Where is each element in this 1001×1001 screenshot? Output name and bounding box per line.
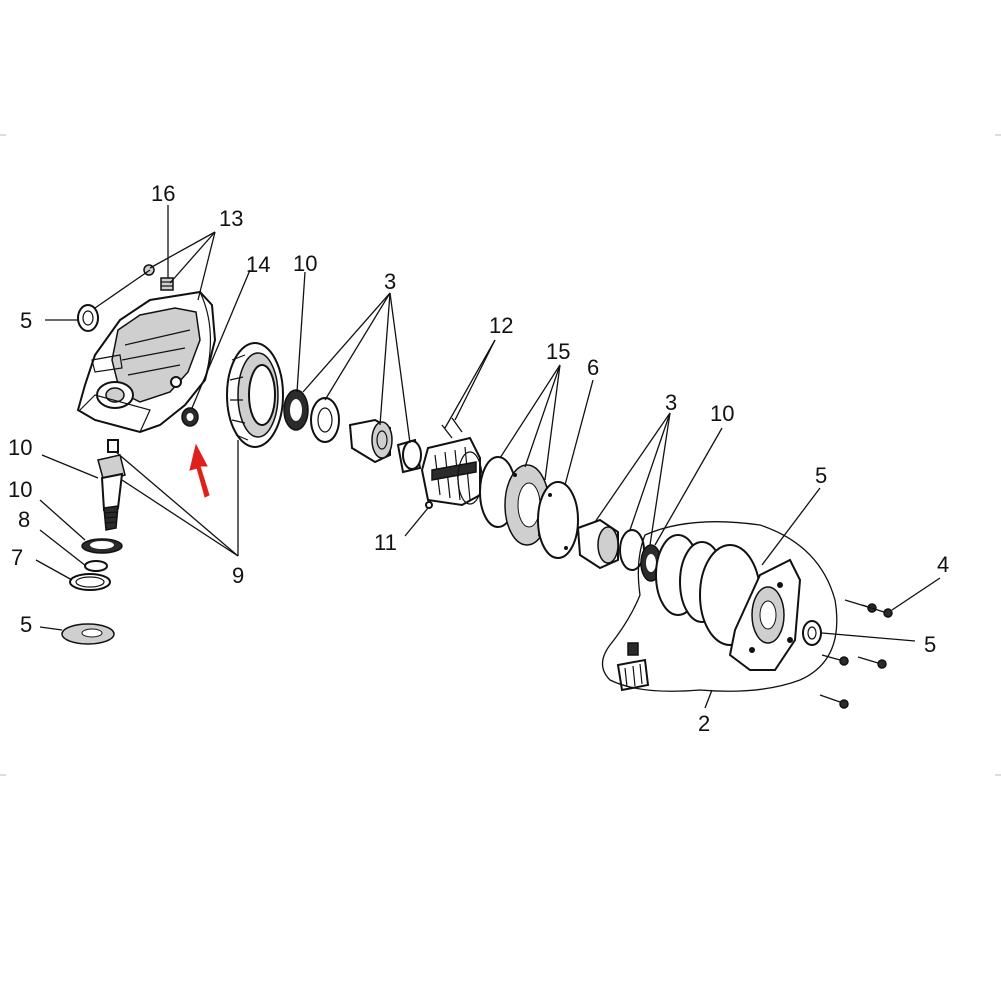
callout-8: 8	[18, 507, 30, 532]
callout-2: 2	[698, 711, 710, 736]
callout-6: 6	[587, 355, 599, 380]
hub	[348, 418, 393, 464]
flange-seal-bottom	[61, 623, 115, 645]
callout-12: 12	[489, 313, 513, 338]
ring-gear	[226, 342, 284, 448]
valve-kit	[616, 642, 650, 692]
callout-7: 7	[11, 545, 23, 570]
pin	[441, 417, 463, 439]
callout-5-cover: 5	[815, 463, 827, 488]
hub-right	[576, 518, 619, 570]
spacer-ring	[310, 397, 340, 443]
front-housing	[76, 290, 217, 434]
seal-right	[802, 620, 822, 646]
callout-3-right: 3	[665, 390, 677, 415]
callout-14: 14	[246, 252, 270, 277]
callout-10-pinion: 10	[8, 435, 32, 460]
callout-9: 9	[232, 563, 244, 588]
seal-left	[77, 304, 99, 332]
pin-small	[425, 501, 433, 509]
callout-15: 15	[546, 339, 570, 364]
callout-10-bearing: 10	[293, 251, 317, 276]
callout-5-right: 5	[924, 632, 936, 657]
gasket	[537, 481, 579, 559]
callout-5-left: 5	[20, 308, 32, 333]
rear-cover	[728, 558, 802, 671]
callout-11: 11	[374, 530, 397, 555]
callout-16: 16	[151, 181, 175, 206]
callout-4: 4	[937, 552, 949, 577]
leader-lines	[35, 205, 941, 709]
bolt	[819, 694, 849, 709]
callout-10-right: 10	[710, 401, 734, 426]
bolt	[821, 654, 849, 666]
pinion-bearing	[81, 538, 123, 554]
callout-5-bottom: 5	[20, 612, 32, 637]
pinion-shaft	[97, 439, 126, 531]
sleeve	[396, 438, 422, 474]
bearing-center	[283, 389, 309, 431]
bolt	[861, 604, 893, 618]
breather-fitting	[160, 277, 174, 291]
highlight-arrow	[189, 443, 210, 498]
bolt	[844, 599, 877, 613]
assembly-outline	[601, 521, 838, 692]
callout-3-top: 3	[384, 269, 396, 294]
bolt	[857, 656, 887, 669]
o-ring-small	[84, 560, 108, 572]
roller-cage	[420, 436, 483, 507]
callout-10-seal: 10	[8, 477, 32, 502]
callout-13: 13	[219, 206, 243, 231]
drain-plug	[181, 407, 199, 427]
